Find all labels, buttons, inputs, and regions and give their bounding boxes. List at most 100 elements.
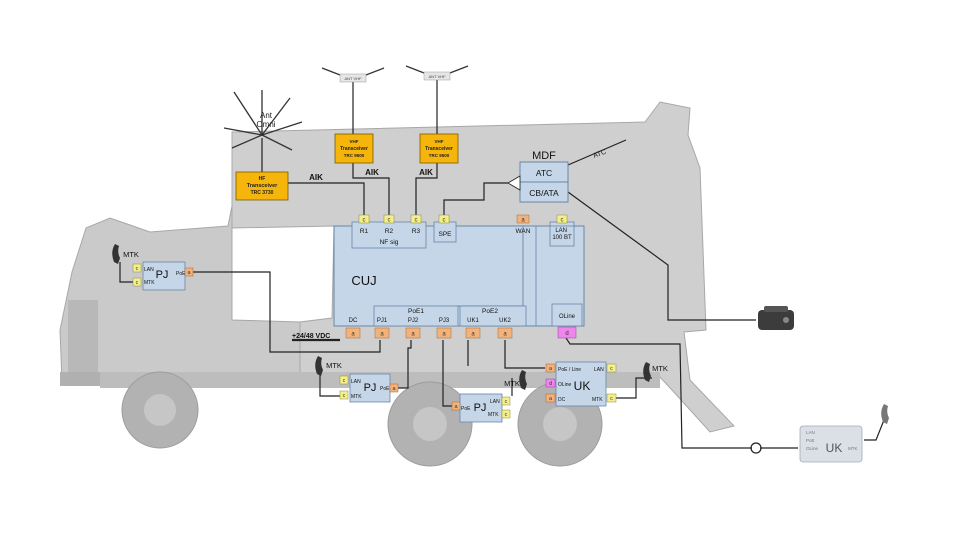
wire-pj2-mtk [319,375,340,397]
cbata-device-knob [783,317,789,323]
hf-antenna-label-2: Omni [256,120,275,129]
connector-pj1[interactable] [374,327,390,339]
uk-connector-mtk[interactable] [606,393,617,403]
connector-pj3[interactable] [436,327,452,339]
pj3-connector-mtk[interactable] [501,409,511,419]
pj2-handset-icon [315,356,323,376]
connector-lan[interactable] [556,214,568,224]
pj3-connector-mtk-letter: c [505,412,508,418]
vhf2-transceiver-box[interactable] [419,133,459,164]
cuj-port-pj2: PJ2 [408,318,419,324]
cuj-port-r2: R2 [385,228,394,235]
pj-unit-3[interactable]: PJ PoE LAN MTK a c c [451,393,511,423]
pj-unit-2[interactable]: PJ PoE LAN MTK c c a [339,373,399,403]
cbata-device[interactable] [758,306,794,330]
hf-transceiver-line3: TRC 3730 [251,190,274,196]
wire-pj1 [193,271,381,353]
connector-oline[interactable] [557,326,577,339]
truck-cab [59,205,301,383]
cuj-port-dc: DC [349,318,358,324]
fiber-coil [750,442,762,454]
vhf2-transceiver-line1: VHF [435,139,444,144]
pj1-connector-mtk[interactable] [132,277,142,287]
cbata-device-top [764,306,788,312]
cuj-poe2-label: PoE2 [482,308,498,315]
mdf-unit[interactable]: MDF ATC CB/ATA [507,150,569,203]
pj2-connector-lan[interactable] [339,375,349,385]
vhf1-transceiver-line3: TRC 9500 [344,153,365,158]
vhf2-transceiver[interactable]: VHF Transceiver TRC 9500 [419,133,459,164]
remote-uk-name: UK [826,441,843,455]
pj3-connector-lan[interactable] [501,396,511,406]
vhf1-transceiver[interactable]: VHF Transceiver TRC 9500 [334,133,374,164]
uk-connector-oline[interactable] [545,378,556,388]
pj2-name: PJ [364,382,377,394]
hf-transceiver-box[interactable] [235,171,289,201]
connector-r2-letter: c [388,218,391,224]
pj1-box[interactable] [142,261,186,291]
connector-uk1[interactable] [465,327,481,339]
cuj-port-r1: R1 [360,228,369,235]
uk-connector-dc[interactable] [545,393,556,403]
cuj-nfsig-box [351,221,427,249]
connector-pj2[interactable] [405,327,421,339]
connector-oline-letter: d [565,331,568,337]
connector-dc[interactable] [345,327,361,339]
hf-antenna-spoke [233,91,263,136]
pj2-connector-mtk[interactable] [339,390,349,400]
uk-box[interactable] [555,361,607,407]
pj3-connector-poe[interactable] [451,401,461,411]
uk-name: UK [574,379,591,393]
remote-uk-unit[interactable]: UK LAN PoE OLine MTK [799,425,863,463]
pj1-connector-mtk-letter: c [136,280,139,286]
uk-unit[interactable]: UK PoE / Line OLine DC LAN MTK a d a c c [545,361,617,407]
hf-antenna-label-1: Ant [260,111,273,120]
pj-unit-1[interactable]: PJ PoE LAN MTK c c a [132,261,194,291]
atc-line-label: ATC [592,149,607,160]
hf-antenna-spoke [223,127,263,136]
wire-spe-mdf [443,182,508,215]
pj2-box[interactable] [349,373,391,403]
uk-connector-poe[interactable] [545,363,556,373]
wire-ukremote-mtk [864,419,885,441]
uk-connector-lan[interactable] [606,363,617,373]
cuj-poe1-box [373,305,459,327]
connector-r2[interactable] [383,214,395,224]
mdf-title: MDF [532,150,556,162]
pj3-handset-icon [519,370,527,390]
vhf1-transceiver-box[interactable] [334,133,374,164]
cuj-wan-label: WAN [516,228,531,235]
wire-pj1-mtk [119,262,134,283]
connector-uk2-letter: a [503,332,507,338]
connector-r1[interactable] [358,214,370,224]
pj1-connector-lan[interactable] [132,263,142,273]
connector-r3[interactable] [410,214,422,224]
cuj-unit[interactable]: CUJ R1 R2 R3 NF sig SPE WAN LAN 100 BT P… [333,221,585,327]
connector-spe[interactable] [438,214,450,224]
pj3-name: PJ [474,402,487,414]
uk-mtk-label: MTK [592,397,603,403]
wire-uk2 [504,340,545,369]
connector-pj1-letter: a [380,332,384,338]
connector-uk1-letter: a [471,332,475,338]
pj2-lan-label: LAN [351,379,361,385]
pj2-poe-label: PoE [380,386,390,392]
remote-uk-box[interactable] [799,425,863,463]
cuj-poe1-label: PoE1 [408,308,424,315]
connector-uk2[interactable] [497,327,513,339]
pj2-connector-poe[interactable] [389,383,399,393]
pj3-box[interactable] [459,393,503,423]
cuj-top-connectors: c c c c a c [358,214,568,224]
cbata-device-body[interactable] [758,310,794,330]
truck-grille [68,300,98,374]
cuj-lan-line: LAN [555,228,567,234]
vhf2-transceiver-line2: Transceiver [425,146,453,152]
pj3-connector-poe-letter: a [454,404,458,410]
connector-dc-letter: a [351,332,355,338]
truck-wheel-front-hub [144,394,176,426]
pj1-connector-poe[interactable] [184,267,194,277]
uk-connector-dc-letter: a [549,396,553,402]
wire-oline [565,337,752,449]
hf-transceiver[interactable]: HF Transceiver TRC 3730 [235,171,289,201]
connector-wan[interactable] [516,214,530,224]
